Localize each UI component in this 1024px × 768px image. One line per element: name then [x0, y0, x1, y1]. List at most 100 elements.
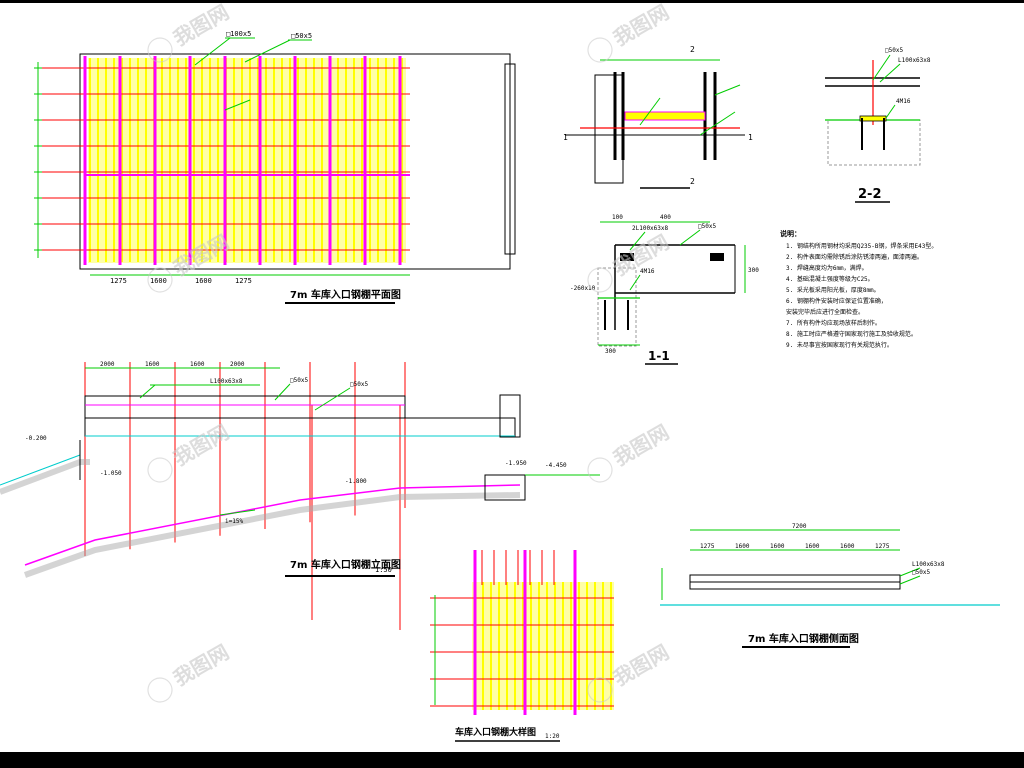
elev-level-3: -1.800: [345, 478, 367, 485]
elev-level-2: -1.050: [100, 470, 122, 477]
plan-left-ticks: [34, 67, 42, 251]
s11-dim-2: 400: [660, 214, 671, 221]
detail-scale: 1:20: [545, 733, 560, 740]
elev-callout-3: □50x5: [350, 381, 368, 388]
note-line: 4. 基础混凝土强度等级为C25。: [786, 275, 874, 283]
s11-title: 1-1: [648, 349, 670, 363]
logo-icon: [587, 267, 613, 293]
logo-icon: [587, 37, 613, 63]
elev-ramp-magenta: [24, 484, 521, 566]
detail-yellow-purlins: [474, 582, 612, 710]
logo-icon: [147, 457, 173, 483]
detail-magenta-columns: [473, 550, 577, 715]
elev-red-columns: [84, 362, 406, 630]
s22-callout-3: 4M16: [896, 98, 911, 105]
side-leader-2: [899, 575, 921, 585]
side-dim-total-text: 7200: [792, 523, 807, 530]
notes-block: 说明： 1. 钢结构所用钢材均采用Q235-B钢，焊条采用E43型。2. 构件表…: [780, 229, 937, 349]
plan-dim-4: 1275: [235, 277, 252, 285]
elev-ramp-soil: [23, 492, 521, 578]
s11-callout-1: 2L100x63x8: [632, 225, 669, 232]
plan-callout-2: □50x5: [291, 32, 312, 40]
elev-canopy-frame: [84, 395, 406, 419]
watermark-text: 我图网: [169, 420, 233, 471]
s22-plate: [859, 115, 887, 122]
side-title: 7m 车库入口钢棚侧面图: [748, 632, 859, 645]
note-line: 5. 采光板采用阳光板，厚度8mm。: [786, 286, 880, 294]
section-1-1: 100 400 300 300 2L100x63x8 □50x5 4M16 -2…: [570, 214, 759, 365]
s11-dim-4: 300: [605, 348, 616, 355]
s11-callout-3: 4M16: [640, 268, 655, 275]
side-view: 7200 1275 1600 1600 1600 1600 1275 L100x…: [660, 523, 1000, 648]
detail-leader-b: [699, 111, 736, 136]
watermark-text: 我图网: [609, 0, 673, 51]
note-line: 9. 未尽事宜按国家现行有关规范执行。: [786, 341, 893, 349]
plan-callout-leader-2: [244, 39, 291, 63]
side-dim-1: 1275: [700, 543, 715, 550]
elev-right-wall: [499, 394, 521, 438]
elevation-title: 7m 车库入口钢棚立面图: [290, 558, 401, 571]
bottom-black-bar: [0, 752, 1024, 768]
plan-outline: [79, 53, 511, 270]
elevation-view: 2000 1600 1600 2000 L100x63x8 □50x5 □50x…: [0, 361, 600, 630]
side-dim-6: 1275: [875, 543, 890, 550]
detail-beam-yellow: [624, 111, 706, 121]
elev-callout-1: L100x63x8: [210, 378, 243, 385]
elev-level-4: -4.450: [545, 462, 567, 469]
detail-section-label-2-bottom: 2: [690, 177, 695, 186]
note-line: 1. 钢结构所用钢材均采用Q235-B钢，焊条采用E43型。: [786, 242, 937, 250]
notes-lines: 1. 钢结构所用钢材均采用Q235-B钢，焊条采用E43型。2. 构件表面均需除…: [786, 242, 937, 349]
detail-wall: [594, 74, 624, 184]
side-dim-3: 1600: [770, 543, 785, 550]
s11-wall: [597, 267, 637, 347]
side-leader-1: [899, 567, 921, 577]
s22-leader-3: [885, 104, 896, 119]
elev-right-base: [484, 474, 526, 501]
elev-slope: i=15%: [225, 518, 243, 525]
detail-fill: [472, 582, 614, 710]
side-dim-4: 1600: [805, 543, 820, 550]
elev-slope-arrow: [219, 509, 256, 516]
s11-callout-2: □50x5: [698, 223, 716, 230]
detail-section-label-2-top: 2: [690, 45, 695, 54]
s11-leader-2: [679, 229, 701, 246]
logo-icon: [587, 457, 613, 483]
logo-icon: [147, 267, 173, 293]
elev-dim-2: 1600: [145, 361, 160, 368]
detail-leader-a: [639, 97, 661, 126]
elev-leader-3: [314, 387, 351, 411]
plan-dim-1: 1275: [110, 277, 127, 285]
note-line: 安装完毕后应进行全面检查。: [786, 308, 864, 316]
elev-dim-4: 2000: [230, 361, 245, 368]
plan-roof-fill: [88, 58, 406, 263]
watermark: 我图网: [587, 0, 673, 63]
detail-section-label-1-right: 1: [748, 133, 753, 142]
detail-red-beams: [430, 597, 614, 707]
watermark-text: 我图网: [609, 420, 673, 471]
s11-dim-1: 100: [612, 214, 623, 221]
watermark: 我图网: [147, 640, 233, 703]
note-line: 6. 钢棚构件安装时应保证位置准确，: [786, 297, 887, 305]
detail-section-label-1-left: 1: [563, 133, 568, 142]
logo-icon: [587, 677, 613, 703]
s11-cap-1: [620, 253, 634, 261]
elev-callout-2: □50x5: [290, 377, 308, 384]
plan-dim-3: 1600: [195, 277, 212, 285]
detail-view: 车库入口钢棚大样图 1:20: [430, 550, 614, 742]
elev-level-1: -0.200: [25, 435, 47, 442]
s22-callout-1: □50x5: [885, 47, 903, 54]
plan-title: 7m 车库入口钢棚平面图: [290, 288, 401, 301]
logo-icon: [147, 677, 173, 703]
elev-leader-2: [274, 383, 291, 401]
elevation-scale: 1:50: [375, 566, 392, 574]
section-2-2: □50x5 L100x63x8 4M16 2-2: [825, 47, 931, 203]
detail-title: 车库入口钢棚大样图: [455, 726, 536, 738]
plan-callout-leader-3: [224, 99, 251, 111]
s11-callout-4: -260x10: [570, 285, 596, 292]
plan-dim-2: 1600: [150, 277, 167, 285]
s22-title: 2-2: [858, 187, 882, 202]
plan-callout-1: □100x5: [226, 30, 251, 38]
plan-callout-leader-1: [194, 37, 231, 66]
s11-dim-3: 300: [748, 267, 759, 274]
